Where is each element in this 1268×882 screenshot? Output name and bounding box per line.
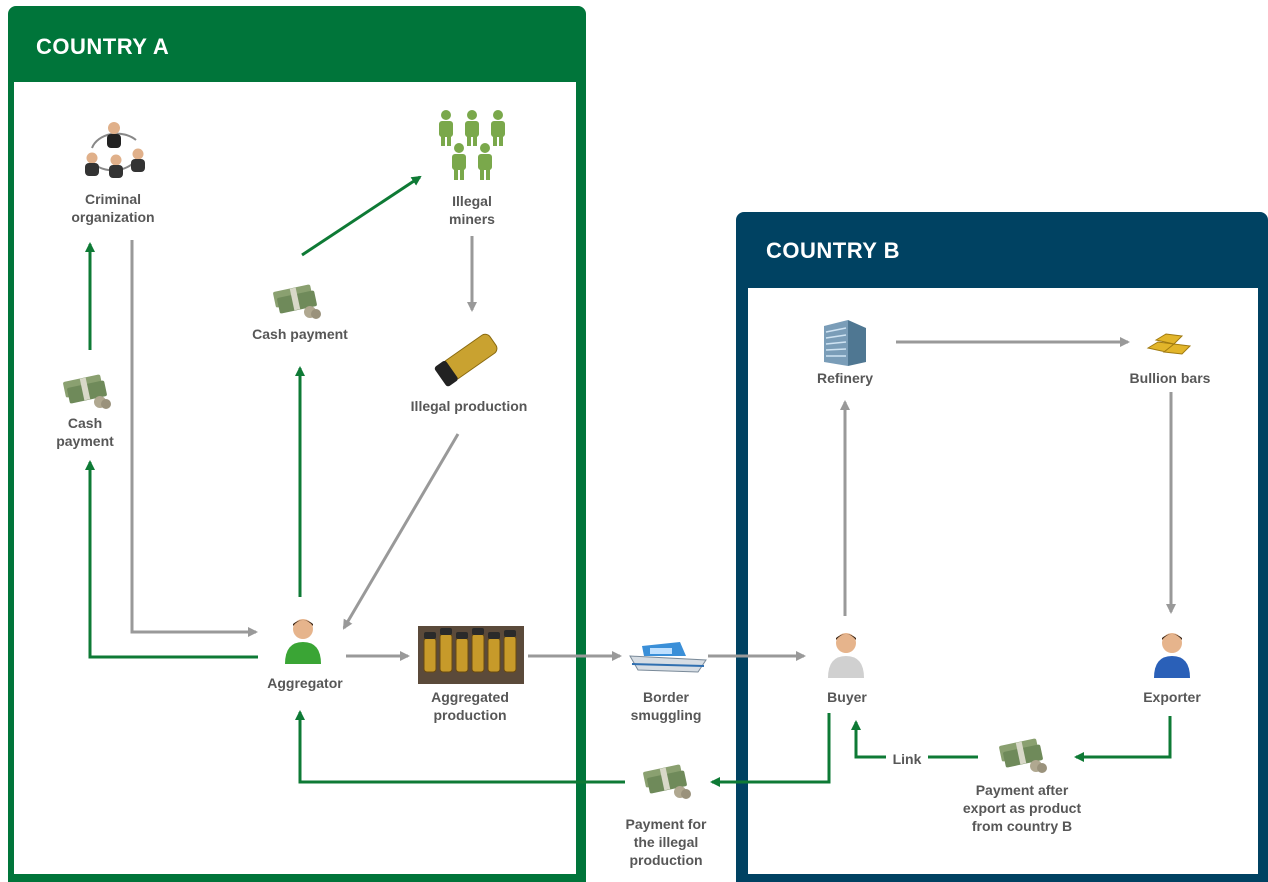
person-grey-icon [828, 633, 864, 678]
arrow-exporter-to-payment-export [1074, 716, 1172, 762]
arrow-payment-illegal-to-aggregator [295, 710, 625, 784]
cash-bundle-icon [643, 764, 691, 799]
label-illegal-production: Illegal production [410, 398, 528, 414]
label-illegal-miners: Illegal miners [449, 193, 495, 227]
cash-bundle-icon [999, 738, 1047, 773]
arrow-aggregator-to-cash-left [85, 460, 258, 659]
label-payment-after-export: Payment after export as product from cou… [962, 782, 1082, 834]
label-aggregator: Aggregator [267, 675, 343, 691]
label-link: Link [892, 751, 922, 767]
building-icon [824, 320, 866, 366]
criminal-group-icon [85, 122, 145, 178]
label-refinery: Refinery [816, 370, 874, 386]
label-border-smuggling: Border smuggling [630, 689, 702, 723]
arrow-link-to-buyer-b [851, 720, 886, 759]
country-b-content [748, 288, 1258, 874]
country-b-title: COUNTRY B [766, 238, 901, 263]
cash-bundle-icon [273, 284, 321, 319]
gold-bars-icon [1146, 333, 1192, 355]
label-bullion-bars: Bullion bars [1129, 370, 1211, 386]
arrow-cash-top-to-miners [301, 175, 422, 257]
arrow-criminal-to-aggregator [130, 240, 258, 637]
label-payment-illegal-production: Payment for the illegal production [625, 816, 707, 868]
label-cash-payment-left: Cash payment [56, 415, 114, 449]
label-criminal-organization: Criminal organization [71, 191, 155, 225]
gold-vial-icon [434, 333, 498, 387]
cash-bundle-icon [63, 374, 111, 409]
label-cash-payment-top: Cash payment [252, 326, 348, 342]
person-blue-icon [1154, 633, 1190, 678]
country-a-content [14, 82, 576, 874]
boat-icon [629, 642, 707, 673]
label-exporter: Exporter [1143, 689, 1201, 705]
gold-vials-icon [418, 626, 524, 684]
arrow-production-to-aggregator [342, 433, 460, 630]
label-aggregated-production: Aggregated production [431, 689, 509, 723]
country-a-title: COUNTRY A [36, 34, 170, 59]
arrow-buyer-to-payment-illegal [710, 713, 831, 787]
person-green-icon [285, 619, 321, 664]
label-buyer: Buyer [827, 689, 867, 705]
miners-group-icon [439, 110, 505, 180]
